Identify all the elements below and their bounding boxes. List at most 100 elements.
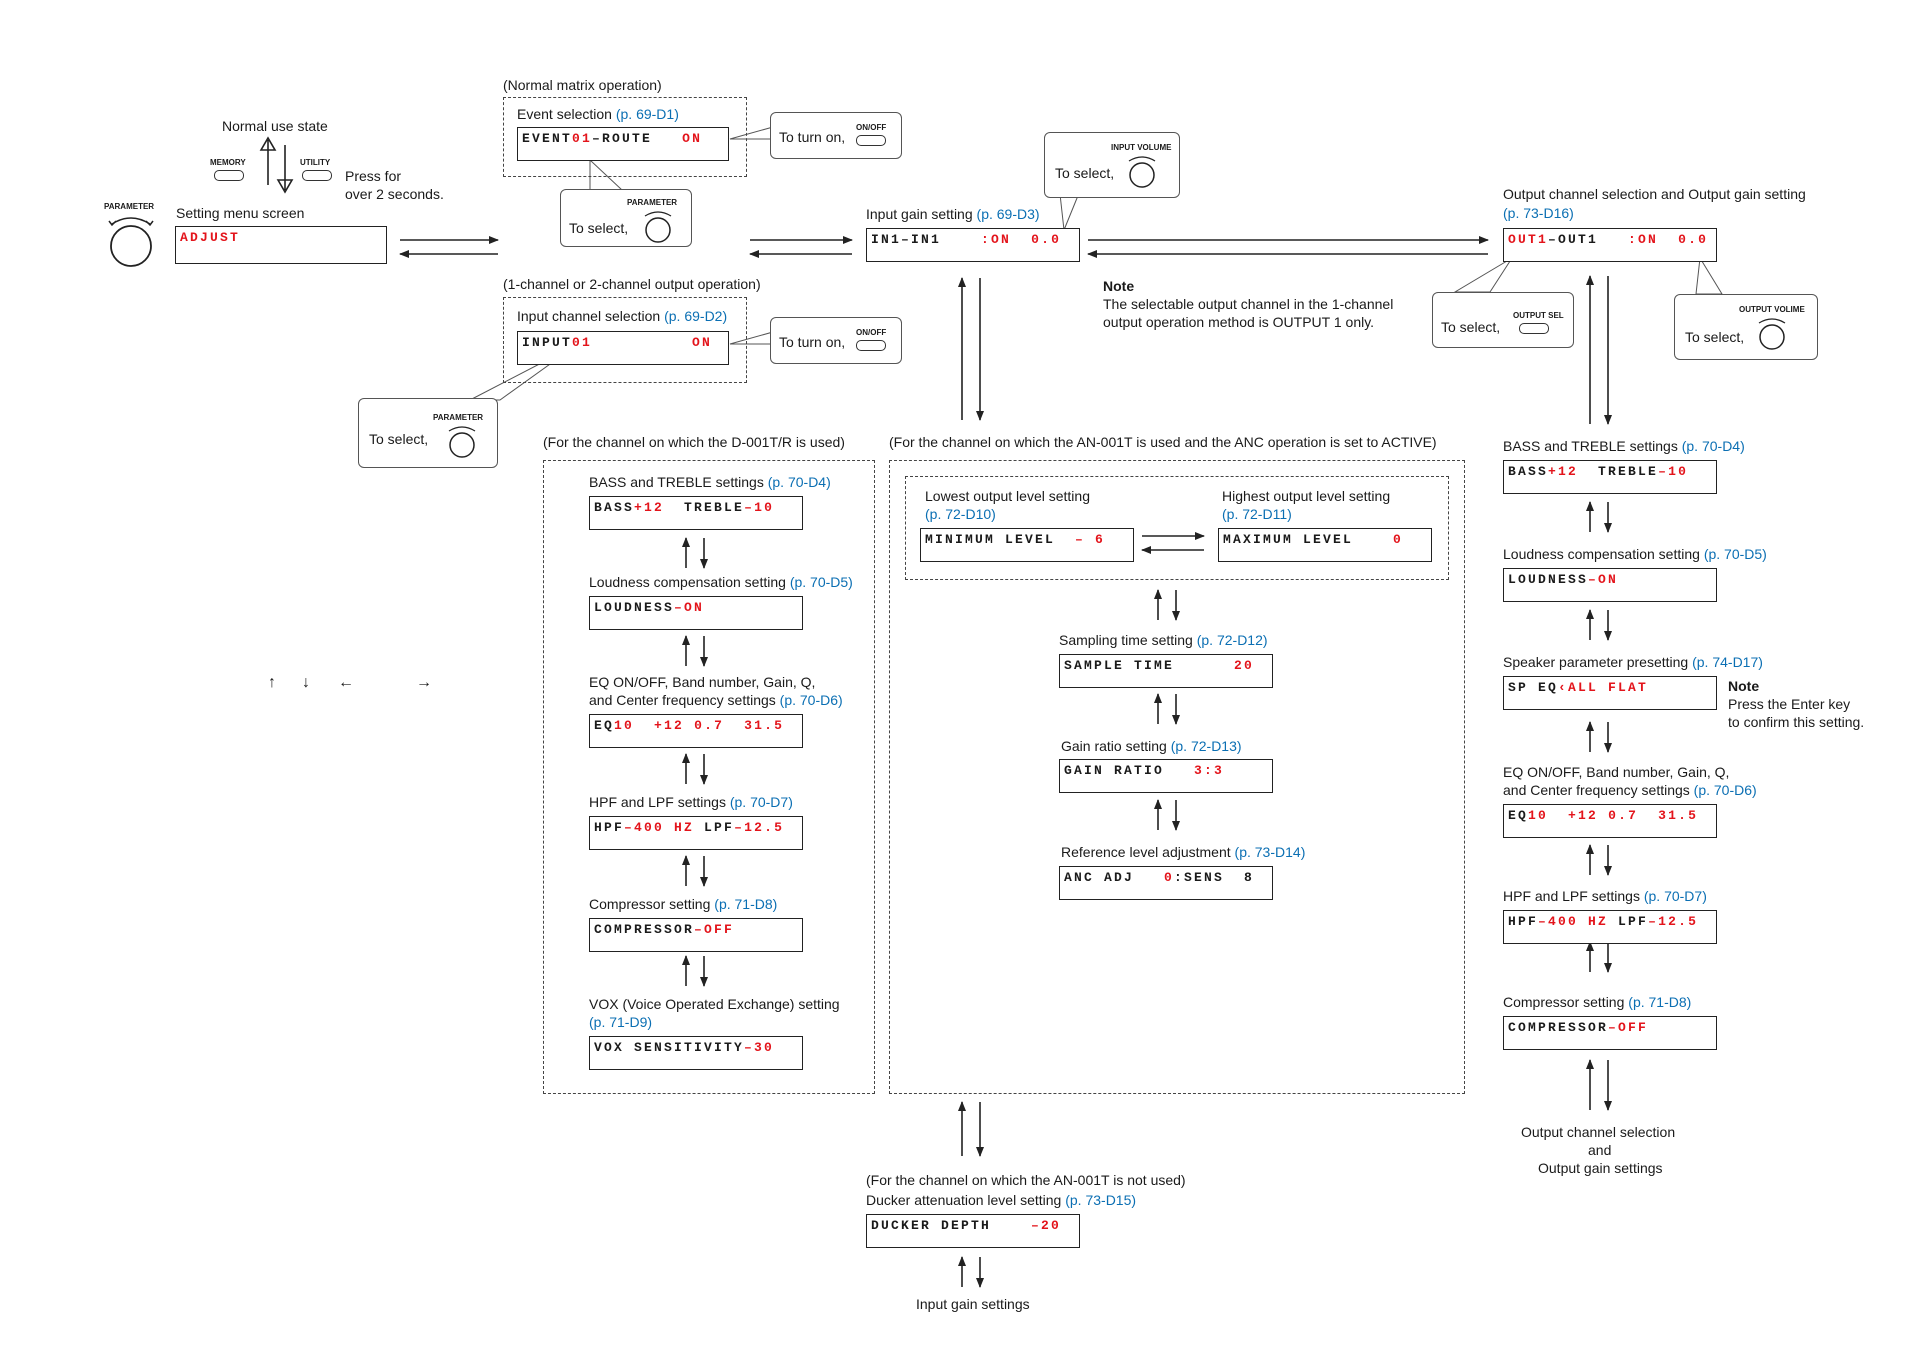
anc-minimum-lcd: MINIMUM LEVEL – 6: [920, 528, 1134, 562]
note-heading: Note: [1103, 278, 1135, 294]
parameter-knob-label: PARAMETER: [104, 202, 155, 211]
input-volume-knob-label: INPUT VOLUME: [1111, 143, 1172, 152]
right-eq-title-2: and Center frequency settings (p. 70-D6): [1503, 782, 1757, 798]
right-sp-lcd: SP EQ‹ALL FLAT: [1503, 676, 1717, 710]
parameter-knob-label: PARAMETER: [627, 198, 678, 207]
right-hpf-lcd: HPF–400 HZ LPF–12.5: [1503, 910, 1717, 944]
onoff-key-label: ON/OFF: [856, 123, 887, 132]
right-sp-note-heading: Note: [1728, 678, 1760, 694]
right-comp-lcd: COMPRESSOR–OFF: [1503, 1016, 1717, 1050]
output-lcd: OUT1–OUT1 :ON 0.0: [1503, 228, 1717, 262]
matrix-group-title: (Normal matrix operation): [503, 77, 662, 93]
d001-hpf-title: HPF and LPF settings (p. 70-D7): [589, 794, 793, 810]
note-line-2: output operation method is OUTPUT 1 only…: [1103, 314, 1375, 330]
down-arrow-icon: ↓: [302, 674, 310, 691]
right-sp-note-1: Press the Enter key: [1728, 696, 1851, 712]
d001-eq-lcd: EQ10 +12 0.7 31.5: [589, 714, 803, 748]
anc-sampling-title: Sampling time setting (p. 72-D12): [1059, 632, 1268, 648]
note-line-1: The selectable output channel in the 1-c…: [1103, 296, 1394, 312]
right-footer-1: Output channel selection: [1521, 1124, 1676, 1140]
d001-vox-ref: (p. 71-D9): [589, 1014, 653, 1030]
event-selection-title: Event selection (p. 69-D1): [517, 106, 679, 122]
d001-bass-lcd: BASS+12 TREBLE–10: [589, 496, 803, 530]
output-ref: (p. 73-D16): [1503, 205, 1574, 221]
right-loudness-title: Loudness compensation setting (p. 70-D5): [1503, 546, 1767, 562]
d001-comp-title: Compressor setting (p. 71-D8): [589, 896, 778, 912]
anc-group-box: [889, 460, 1465, 1094]
ducker-lcd: DUCKER DEPTH –20: [866, 1214, 1080, 1248]
ducker-title: Ducker attenuation level setting (p. 73-…: [866, 1192, 1137, 1208]
anc-ref-title: Reference level adjustment (p. 73-D14): [1061, 844, 1306, 860]
input-volume-callout: To select, INPUT VOLUME: [1044, 132, 1180, 198]
up-arrow-icon: ↑: [268, 674, 276, 691]
anc-gain-lcd: GAIN RATIO 3:3: [1059, 759, 1273, 793]
right-sp-note-2: to confirm this setting.: [1728, 714, 1865, 730]
d001-hpf-lcd: HPF–400 HZ LPF–12.5: [589, 816, 803, 850]
right-hpf-title: HPF and LPF settings (p. 70-D7): [1503, 888, 1707, 904]
anc-lowest-ref: (p. 72-D10): [925, 506, 996, 522]
d001-bass-title: BASS and TREBLE settings (p. 70-D4): [589, 474, 831, 490]
onoff-key-label: ON/OFF: [856, 328, 887, 337]
anc-group-title: (For the channel on which the AN-001T is…: [889, 434, 1437, 450]
input-channel-title: Input channel selection (p. 69-D2): [517, 308, 728, 324]
utility-key-label: UTILITY: [300, 158, 331, 167]
d001-eq-title-2: and Center frequency settings (p. 70-D6): [589, 692, 843, 708]
right-footer-2: and: [1588, 1142, 1612, 1158]
ducker-group-title: (For the channel on which the AN-001T is…: [866, 1172, 1186, 1188]
right-bass-title: BASS and TREBLE settings (p. 70-D4): [1503, 438, 1745, 454]
output-title: Output channel selection and Output gain…: [1503, 186, 1806, 202]
anc-maximum-lcd: MAXIMUM LEVEL 0: [1218, 528, 1432, 562]
output-volume-knob-label: OUTPUT VOLIME: [1739, 305, 1805, 314]
parameter-knob-icon[interactable]: [641, 208, 675, 244]
input-gain-lcd: IN1–IN1 :ON 0.0: [866, 228, 1080, 262]
d001-loudness-title: Loudness compensation setting (p. 70-D5): [589, 574, 853, 590]
memory-key[interactable]: [214, 170, 244, 181]
anc-highest-ref: (p. 72-D11): [1222, 506, 1292, 522]
d001-group-title: (For the channel on which the D-001T/R i…: [543, 434, 845, 450]
input-volume-knob-icon[interactable]: [1125, 153, 1159, 189]
event-turn-on-callout: To turn on, ON/OFF: [770, 112, 902, 159]
d001-comp-lcd: COMPRESSOR–OFF: [589, 918, 803, 952]
output-sel-key-label: OUTPUT SEL: [1513, 311, 1564, 320]
right-loudness-lcd: LOUDNESS–ON: [1503, 568, 1717, 602]
channel-select-callout: To select, PARAMETER: [358, 398, 498, 468]
d001-loudness-lcd: LOUDNESS–ON: [589, 596, 803, 630]
right-sp-title: Speaker parameter presetting (p. 74-D17): [1503, 654, 1763, 670]
press-text-1: Press for: [345, 168, 402, 184]
utility-key[interactable]: [302, 170, 332, 181]
output-sel-key[interactable]: [1519, 323, 1549, 334]
setting-menu-lcd: ADJUST: [175, 226, 387, 264]
event-select-callout: To select, PARAMETER: [560, 189, 692, 247]
d001-group-box: [543, 460, 875, 1094]
anc-gain-title: Gain ratio setting (p. 72-D13): [1061, 738, 1242, 754]
anc-highest-title: Highest output level setting: [1222, 488, 1391, 504]
right-eq-title-1: EQ ON/OFF, Band number, Gain, Q,: [1503, 764, 1730, 780]
input-channel-lcd: INPUT01 ON: [517, 331, 729, 365]
anc-lowest-title: Lowest output level setting: [925, 488, 1090, 504]
parameter-knob-label: PARAMETER: [433, 413, 484, 422]
right-arrow-icon: →: [416, 674, 432, 691]
output-volume-knob-icon[interactable]: [1755, 315, 1789, 351]
anc-sampling-lcd: SAMPLE TIME 20: [1059, 654, 1273, 688]
d001-vox-title: VOX (Voice Operated Exchange) setting: [589, 996, 840, 1012]
onoff-key[interactable]: [856, 340, 886, 351]
right-comp-title: Compressor setting (p. 71-D8): [1503, 994, 1692, 1010]
right-footer-3: Output gain settings: [1538, 1160, 1663, 1176]
normal-use-state-label: Normal use state: [222, 118, 328, 134]
setting-menu-title: Setting menu screen: [176, 205, 305, 221]
press-text-2: over 2 seconds.: [345, 186, 444, 202]
anc-level-box: [905, 476, 1449, 580]
event-lcd: EVENT01–ROUTE ON: [517, 127, 729, 161]
onoff-key[interactable]: [856, 135, 886, 146]
ducker-footer: Input gain settings: [916, 1296, 1030, 1312]
input-gain-title: Input gain setting (p. 69-D3): [866, 206, 1040, 222]
right-bass-lcd: BASS+12 TREBLE–10: [1503, 460, 1717, 494]
channel-group-box: [503, 297, 747, 383]
left-arrow-icon: ←: [338, 674, 354, 691]
d001-vox-lcd: VOX SENSITIVITY–30: [589, 1036, 803, 1070]
d001-eq-title-1: EQ ON/OFF, Band number, Gain, Q,: [589, 674, 816, 690]
parameter-knob-icon[interactable]: [104, 212, 158, 268]
output-sel-callout: To select, OUTPUT SEL: [1432, 292, 1574, 348]
parameter-knob-icon[interactable]: [445, 423, 479, 459]
channel-group-title: (1-channel or 2-channel output operation…: [503, 276, 761, 292]
